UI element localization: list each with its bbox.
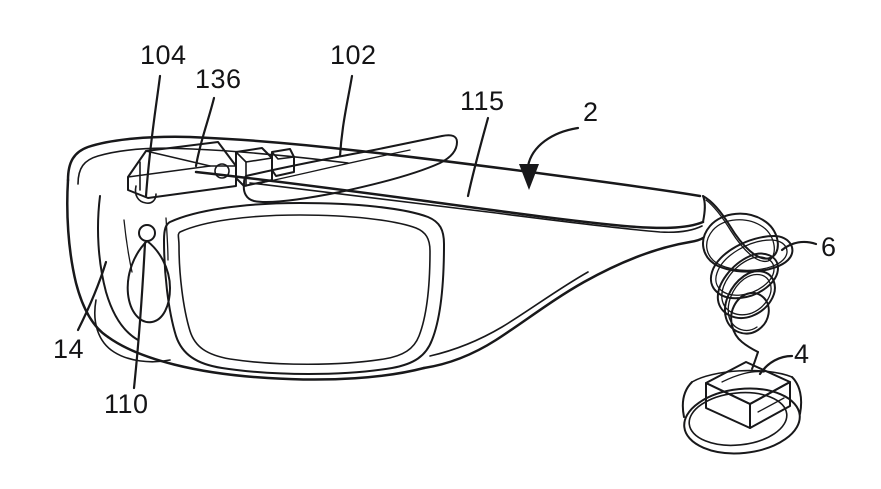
cable-helix-inner	[705, 199, 788, 331]
coiled-tether-cable	[702, 195, 794, 370]
projector-nub-top	[271, 151, 295, 160]
temple-upper-edge	[194, 170, 705, 230]
nose-pad-teardrop	[126, 240, 171, 324]
left-rim-outer	[66, 178, 110, 339]
leader-6	[780, 240, 818, 252]
ref-label-104: 104	[140, 40, 187, 70]
lens-rim-outer	[163, 202, 445, 375]
ref-label-115: 115	[460, 86, 505, 116]
frame-hatch-line-2	[165, 217, 169, 261]
temple-lower-contour	[422, 236, 705, 370]
ref-label-14: 14	[53, 334, 85, 364]
device-top-highlight	[721, 370, 765, 383]
device-face-detail	[757, 397, 785, 413]
display-waveguide-bar	[242, 134, 458, 203]
module-boss-circle	[214, 163, 230, 179]
module-lower-lug	[134, 185, 157, 204]
leader-115	[466, 116, 490, 198]
wrist-band-inner	[688, 391, 788, 447]
leader-110	[132, 241, 147, 390]
leader-2	[526, 126, 580, 168]
wrist-band-outer	[683, 387, 801, 455]
temple-lower-contour-parallel	[429, 271, 589, 357]
wrist-band-side-left	[681, 381, 693, 418]
leader-104	[144, 74, 162, 198]
temple-upper-edge-parallel	[249, 182, 703, 234]
leader-2-arrowhead	[519, 164, 539, 190]
frame-hatch-line-1	[123, 219, 133, 273]
cable-to-unit	[751, 351, 759, 370]
waveguide-outline	[242, 134, 458, 203]
left-rim-inner	[97, 195, 139, 341]
ref-label-6: 6	[821, 232, 837, 262]
wrist-worn-unit	[681, 361, 803, 455]
frame-corner-curl	[94, 299, 171, 363]
frame-brow-outer	[66, 135, 702, 198]
sensor-aperture-circle	[138, 224, 156, 242]
frame-lower-front-edge	[106, 335, 426, 381]
leader-14	[76, 260, 108, 332]
lens-rim-inner	[177, 214, 431, 366]
ref-label-110: 110	[104, 389, 149, 419]
wrist-band-side-right	[791, 376, 803, 415]
ref-label-4: 4	[794, 339, 810, 369]
leader-4	[758, 354, 794, 376]
ref-label-2: 2	[583, 97, 599, 127]
leader-136	[194, 96, 216, 168]
waveguide-inner-line	[255, 149, 411, 185]
wrist-band-top-arc	[691, 369, 793, 383]
leader-102	[338, 74, 354, 158]
module-top-ridge	[145, 150, 211, 167]
cable-helix-outer	[702, 195, 794, 353]
device-right-face	[749, 381, 791, 429]
projector-nub	[271, 148, 295, 177]
ref-label-102: 102	[330, 40, 377, 70]
eyeglass-frame	[66, 134, 706, 381]
leader-lines	[76, 74, 818, 390]
temple-rear-tip	[702, 195, 706, 223]
device-top-face	[705, 361, 791, 405]
ref-label-136: 136	[195, 64, 242, 94]
